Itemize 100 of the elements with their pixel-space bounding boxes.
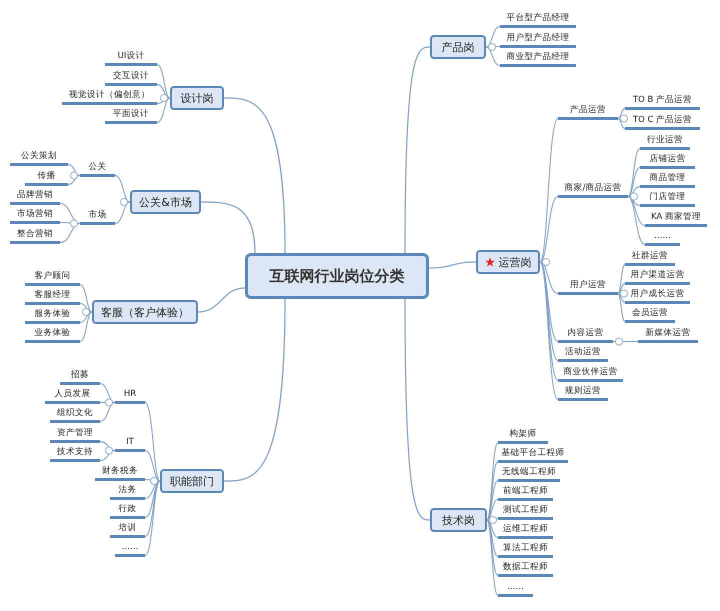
branch-connector xyxy=(68,175,80,185)
branch-connector xyxy=(80,284,92,312)
branch-connector xyxy=(618,118,626,129)
branch-label: 平面设计 xyxy=(105,108,157,124)
branch-label: 门店管理 xyxy=(640,191,695,207)
branch-label: 产品运营 xyxy=(558,104,618,120)
branch-label: 商家/商品运营 xyxy=(558,182,628,198)
topic-box: 职能部门 xyxy=(160,469,224,493)
branch-label: 服务体验 xyxy=(25,308,80,324)
branch-label: 资产管理 xyxy=(50,427,100,443)
branch-label: 运维工程师 xyxy=(498,523,553,539)
branch-label: 用户运营 xyxy=(558,279,618,295)
branch-connector xyxy=(618,293,626,322)
branch-label: 测试工程师 xyxy=(498,504,553,520)
branch-label: 无线端工程师 xyxy=(498,466,560,482)
branch-label: 用户成长运营 xyxy=(625,288,690,304)
branch-connector xyxy=(100,450,116,461)
branch-connector xyxy=(404,46,430,253)
branch-connector xyxy=(540,262,558,294)
branch-connector xyxy=(486,518,498,520)
branch-connector xyxy=(486,46,500,48)
branch-connector xyxy=(486,520,498,576)
branch-label: 视觉设计（偏创意） xyxy=(62,89,157,105)
branch-label: …… xyxy=(498,581,533,597)
branch-connector xyxy=(618,283,626,294)
branch-connector xyxy=(156,98,170,104)
branch-connector xyxy=(486,480,498,520)
central-topic-box: 互联网行业岗位分类 xyxy=(245,253,429,299)
branch-label: HR xyxy=(115,388,145,404)
branch-label: 基础平台工程师 xyxy=(498,447,568,463)
branch-label: 活动运营 xyxy=(558,346,608,362)
branch-label: 法务 xyxy=(110,484,145,500)
branch-connector xyxy=(486,520,498,557)
branch-label: 算法工程师 xyxy=(498,542,553,558)
branch-connector xyxy=(144,480,160,499)
branch-connector xyxy=(486,26,500,48)
branch-label: 技术支持 xyxy=(50,446,100,462)
branch-connector xyxy=(100,402,116,403)
branch-connector xyxy=(540,196,558,262)
branch-connector xyxy=(60,222,80,224)
branch-label: 市场营销 xyxy=(10,208,60,224)
topic-label: 运营岗 xyxy=(498,254,532,270)
branch-connector xyxy=(80,303,92,312)
branch-connector xyxy=(144,480,160,518)
branch-connector xyxy=(486,520,498,596)
branch-connector xyxy=(628,186,640,197)
branch-connector xyxy=(486,461,498,520)
branch-connector xyxy=(486,520,498,538)
branch-label: 整合营销 xyxy=(10,228,60,244)
branch-label: 规则运营 xyxy=(558,385,608,401)
branch-label: 前端工程师 xyxy=(498,485,553,501)
branch-connector xyxy=(144,480,160,556)
topic-box: 产品岗 xyxy=(430,35,486,59)
branch-connector xyxy=(114,175,130,202)
branch-label: 客户顾问 xyxy=(25,270,80,286)
branch-label: 用户型产品经理 xyxy=(500,32,576,48)
branch-connector xyxy=(628,167,640,197)
branch-label: 商业伙伴运营 xyxy=(558,366,623,382)
branch-connector xyxy=(224,97,286,254)
branch-connector xyxy=(144,402,160,482)
branch-connector xyxy=(201,201,256,254)
branch-connector xyxy=(540,118,558,262)
branch-connector xyxy=(156,84,170,98)
branch-connector xyxy=(486,46,500,66)
branch-label: 公关策划 xyxy=(10,150,68,166)
branch-connector xyxy=(100,383,116,403)
branch-label: 组织文化 xyxy=(50,407,100,423)
branch-label: 招募 xyxy=(60,369,100,385)
branch-label: …… xyxy=(115,541,145,557)
branch-connector xyxy=(404,299,430,521)
branch-label: IT xyxy=(115,436,145,452)
branch-connector xyxy=(486,442,498,520)
branch-label: 传播 xyxy=(25,170,68,186)
branch-label: 客服经理 xyxy=(25,289,80,305)
branch-connector xyxy=(80,312,92,323)
branch-label: 人员发展 xyxy=(45,388,100,404)
branch-connector xyxy=(618,293,626,303)
branch-connector xyxy=(618,264,626,294)
branch-connector xyxy=(100,402,116,422)
branch-label: TO C 产品运营 xyxy=(625,114,700,130)
branch-connector xyxy=(156,98,170,123)
branch-label: 行政 xyxy=(110,503,145,519)
branch-label: 交互设计 xyxy=(105,70,157,86)
branch-label: 新媒体运营 xyxy=(638,327,698,343)
branch-connector xyxy=(60,223,80,243)
branch-label: 市场 xyxy=(80,209,115,225)
branch-connector xyxy=(628,148,640,197)
branch-connector xyxy=(60,203,80,224)
branch-label: 公关 xyxy=(80,161,115,177)
branch-label: 平台型产品经理 xyxy=(500,12,576,28)
branch-label: 行业运营 xyxy=(640,134,690,150)
branch-connector xyxy=(114,202,130,224)
topic-box: 客服（客户体验） xyxy=(92,300,198,324)
branch-label: UI设计 xyxy=(105,50,157,66)
branch-label: TO B 产品运营 xyxy=(625,94,700,110)
branch-label: 数据工程师 xyxy=(498,561,553,577)
branch-connector xyxy=(144,479,160,482)
branch-connector xyxy=(68,164,80,176)
branch-label: 培训 xyxy=(110,522,145,538)
branch-connector xyxy=(486,499,498,520)
